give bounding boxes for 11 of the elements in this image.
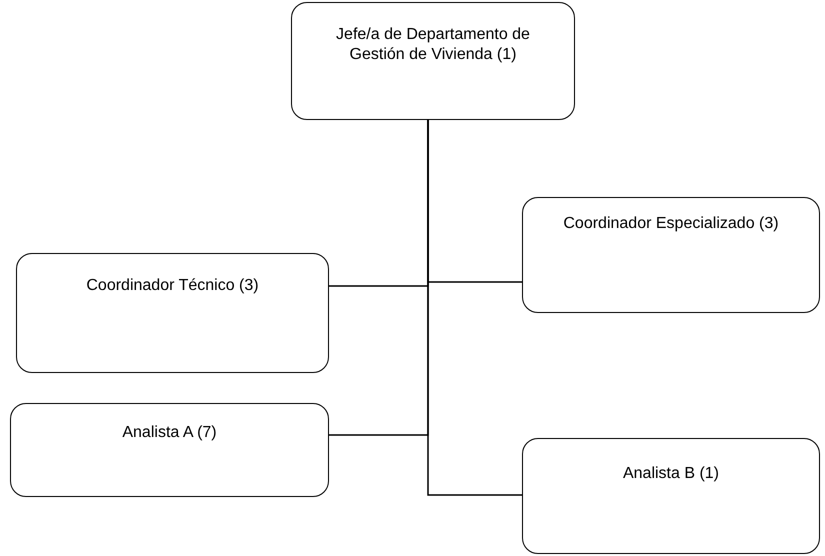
position-title: Analista A (7)	[121, 423, 218, 443]
connector-line	[427, 120, 522, 496]
position-box	[522, 197, 820, 313]
position-box	[16, 253, 329, 373]
position-title: Jefe/a de Departamento de Gestión de Vivienda (1)	[335, 25, 531, 65]
position-title: Analista B (1)	[622, 464, 720, 484]
position-title: Coordinador Especializado (3)	[562, 214, 780, 234]
position-title: Coordinador Técnico (3)	[85, 276, 260, 296]
position-box	[291, 2, 575, 120]
position-box	[522, 438, 820, 554]
position-box	[10, 403, 329, 497]
